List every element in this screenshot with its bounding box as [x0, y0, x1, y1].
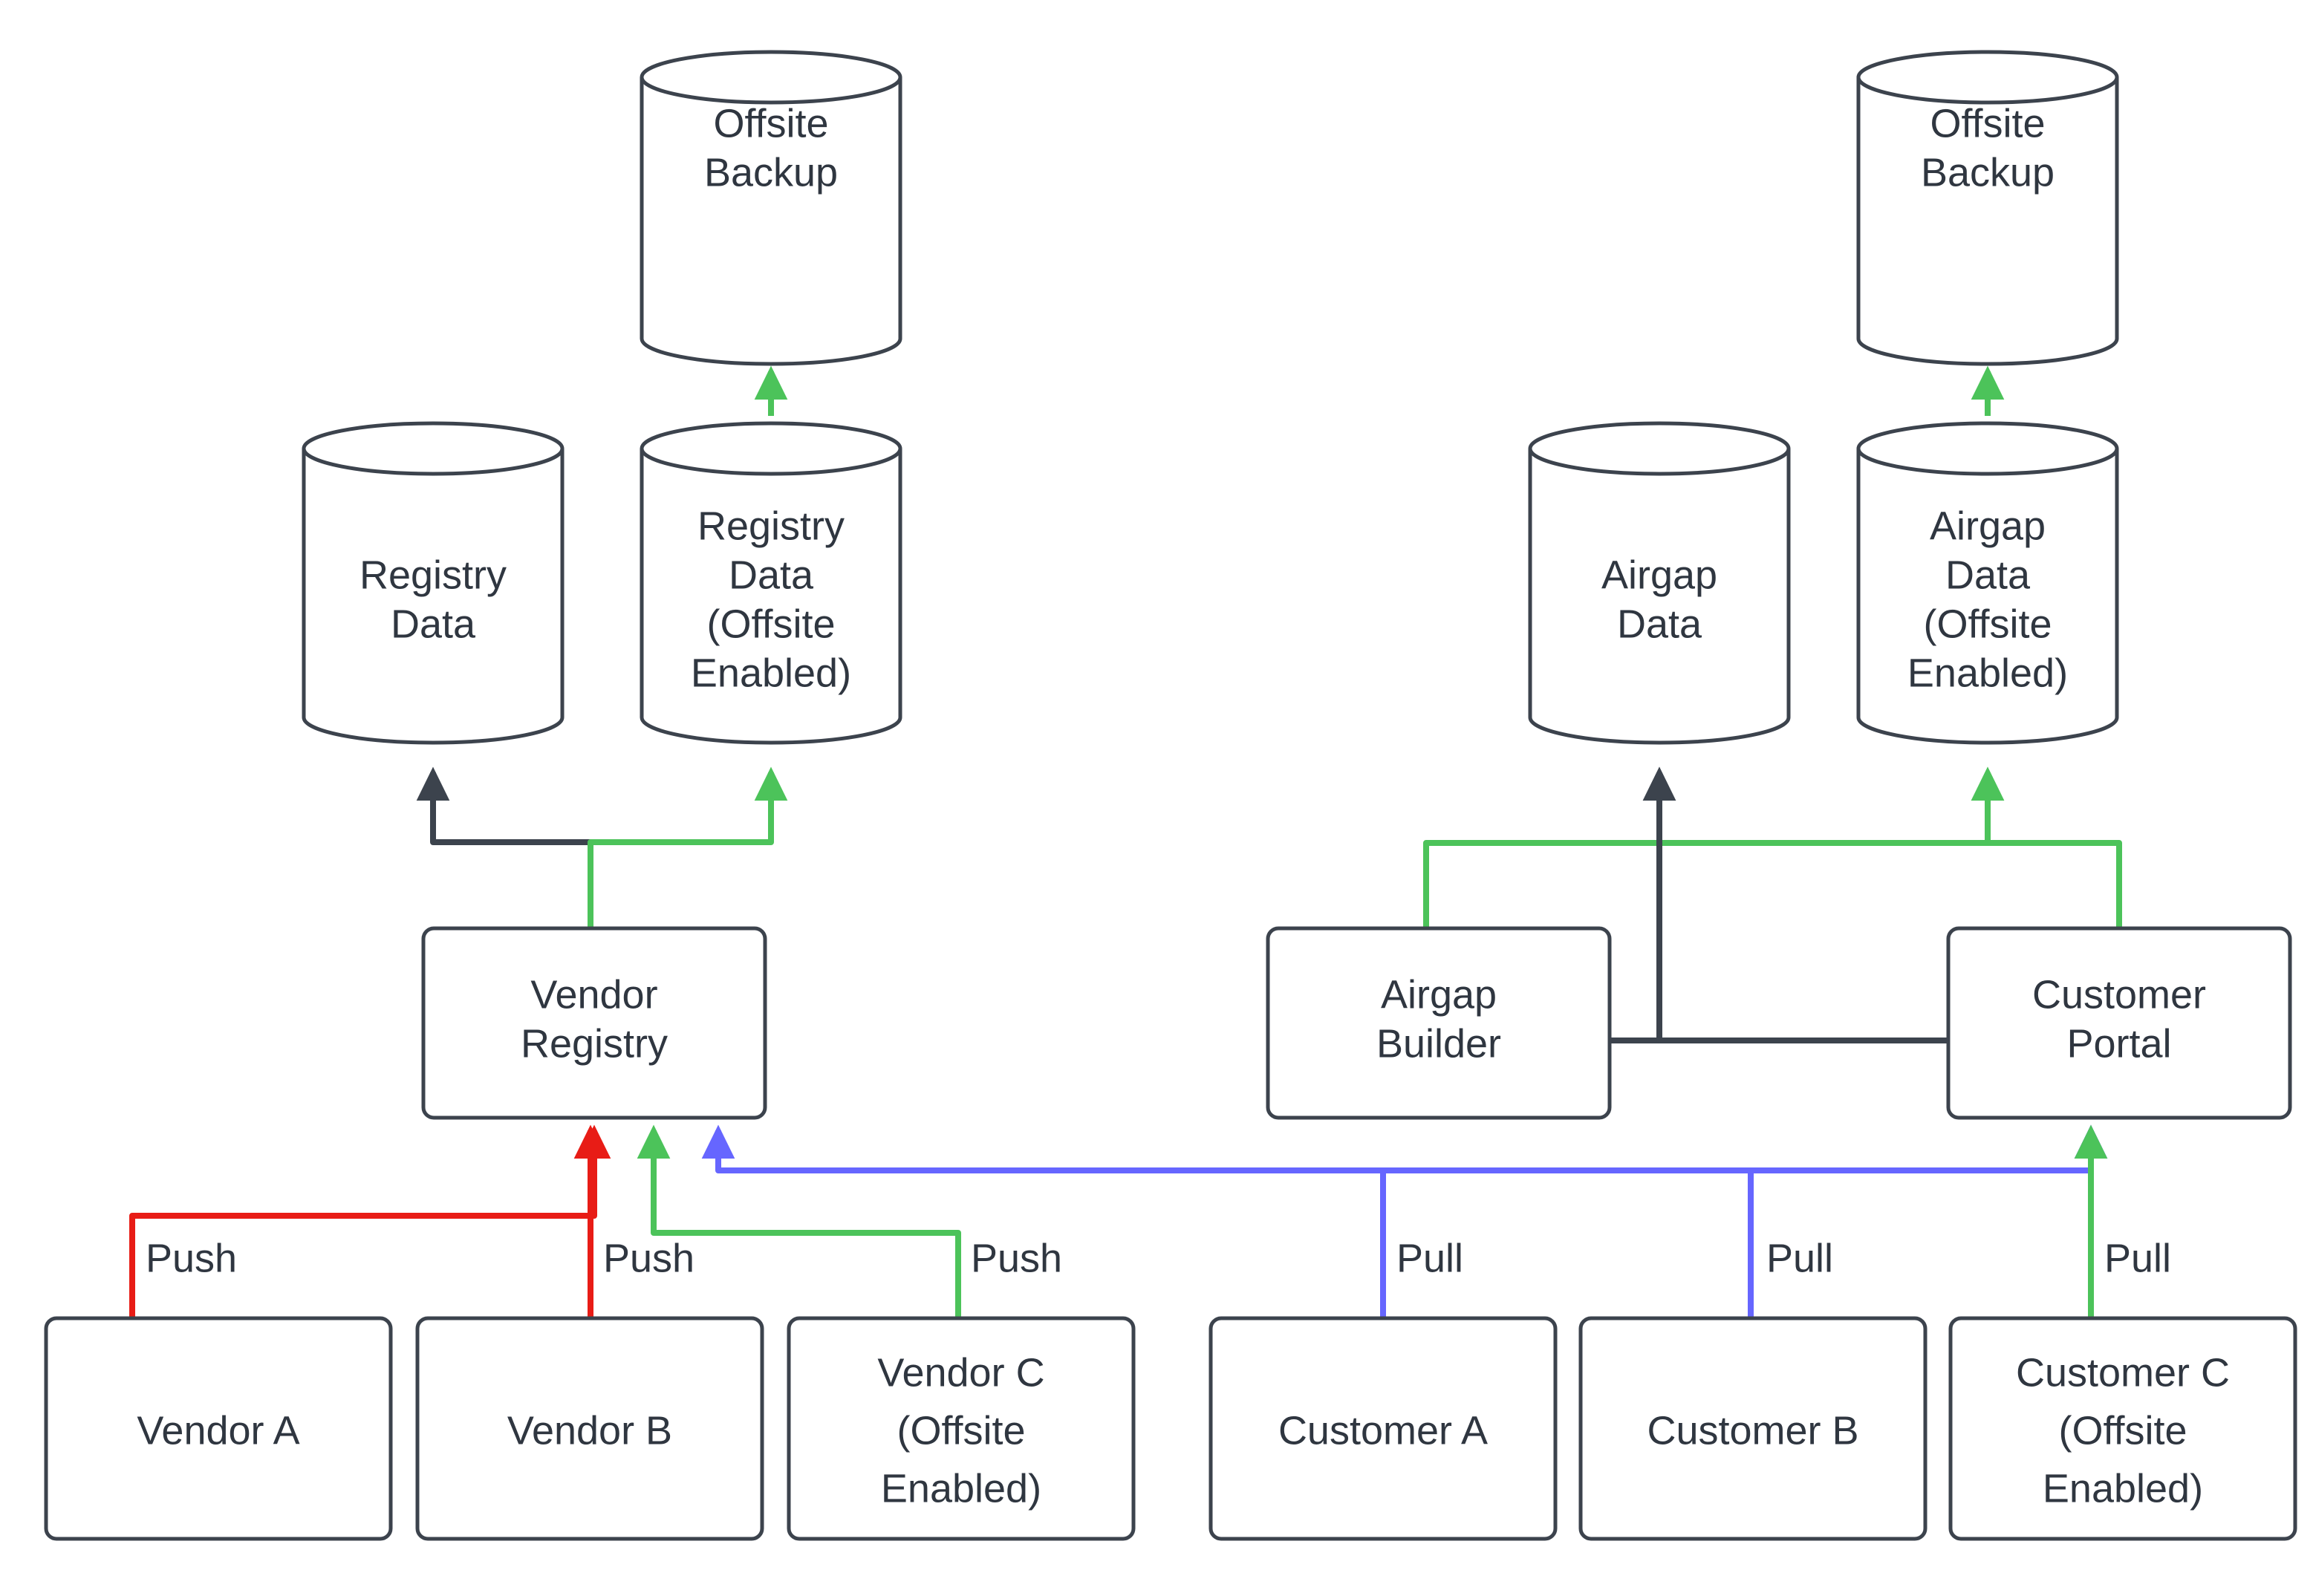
cylinder-top	[1528, 421, 1791, 476]
node-label-line: Airgap	[1930, 504, 2046, 548]
node-registry-data-offsite[interactable]: Registry Data (Offsite Enabled)	[640, 421, 902, 745]
node-vendor-a[interactable]: Vendor A	[44, 1316, 393, 1541]
cylinder-body	[302, 449, 565, 745]
node-box	[421, 926, 767, 1120]
node-label-line: (Offsite	[1923, 602, 2052, 646]
edge-layer	[129, 365, 2122, 1318]
edge-pull-return-to-vendor-registry	[701, 1124, 2091, 1173]
node-label-line: Vendor A	[137, 1408, 299, 1453]
node-label-line: Vendor B	[507, 1408, 672, 1453]
node-label-line: Customer A	[1278, 1408, 1488, 1453]
cylinder-layer: Offsite Backup Offsite Backup Registry D…	[302, 50, 2119, 745]
node-label-line: Customer C	[2016, 1350, 2230, 1395]
node-label-line: Portal	[2066, 1021, 2171, 1066]
node-label-line: Registry	[521, 1021, 668, 1066]
edge-customer-portal-to-airgap-data-offsite	[1971, 766, 2122, 928]
cylinder-top	[1856, 421, 2119, 476]
node-label-line: Data	[391, 602, 476, 646]
node-box	[1946, 926, 2292, 1120]
node-label-line: (Offsite	[706, 602, 835, 646]
node-customer-b[interactable]: Customer B	[1578, 1316, 1928, 1541]
node-label-line: Vendor	[530, 972, 657, 1017]
node-label-line: Registry	[697, 504, 845, 548]
node-offsite-backup-left[interactable]: Offsite Backup	[640, 50, 902, 366]
node-label-line: Data	[729, 553, 814, 597]
edge-label-customer-c: Pull	[2104, 1236, 2171, 1280]
edge-airgap-builder-to-airgap-data-offsite	[1423, 766, 2005, 928]
cylinder-body	[1856, 449, 2119, 745]
node-label-line: (Offsite	[897, 1408, 1025, 1453]
node-box	[415, 1316, 764, 1541]
node-label-line: Backup	[704, 150, 838, 195]
node-label-line: Registry	[360, 553, 507, 597]
node-offsite-backup-right[interactable]: Offsite Backup	[1856, 50, 2119, 366]
edge-label-vendor-c: Push	[971, 1236, 1062, 1280]
cylinder-body	[640, 449, 902, 745]
node-label-line: Enabled)	[1907, 651, 2068, 695]
cylinder-body	[1528, 449, 1791, 745]
node-label-line: Data	[1945, 553, 2031, 597]
node-label-line: Enabled)	[881, 1466, 1041, 1511]
edge-label-customer-a: Pull	[1396, 1236, 1463, 1280]
edge-customer-portal-to-airgap-data	[1642, 766, 1948, 1043]
cylinder-top	[640, 421, 902, 476]
cylinder-top	[640, 50, 902, 105]
node-label-line: Backup	[1921, 150, 2055, 195]
edge-vendor-registry-to-registry-data-offsite	[588, 766, 788, 928]
node-vendor-b[interactable]: Vendor B	[415, 1316, 764, 1541]
node-label-line: Customer B	[1647, 1408, 1858, 1453]
edge-vendor-c-push	[637, 1124, 961, 1318]
cylinder-top	[302, 421, 565, 476]
node-box	[787, 1316, 1136, 1541]
node-customer-portal[interactable]: Customer Portal	[1946, 926, 2292, 1120]
box-layer: Vendor Registry Airgap Builder Customer …	[44, 926, 2297, 1541]
node-customer-a[interactable]: Customer A	[1208, 1316, 1558, 1541]
edge-customer-a-pull	[1380, 1124, 2108, 1318]
node-registry-data[interactable]: Registry Data	[302, 421, 565, 745]
node-label-line: Builder	[1376, 1021, 1501, 1066]
edge-label-vendor-b: Push	[603, 1236, 694, 1280]
edge-label-vendor-a: Push	[146, 1236, 237, 1280]
edge-vendor-a-push	[129, 1124, 611, 1318]
node-box	[1948, 1316, 2297, 1541]
node-label-line: Vendor C	[877, 1350, 1044, 1395]
node-label-line: (Offsite	[2058, 1408, 2187, 1453]
node-airgap-builder[interactable]: Airgap Builder	[1266, 926, 1612, 1120]
node-vendor-c[interactable]: Vendor C (Offsite Enabled)	[787, 1316, 1136, 1541]
edge-airgap-builder-to-airgap-data	[1610, 766, 1676, 1043]
node-label-line: Customer	[2032, 972, 2206, 1017]
node-label-line: Airgap	[1381, 972, 1497, 1017]
node-label-line: Data	[1617, 602, 1702, 646]
node-label-line: Offsite	[713, 101, 828, 146]
node-box	[44, 1316, 393, 1541]
node-label-line: Enabled)	[691, 651, 851, 695]
node-airgap-data-offsite[interactable]: Airgap Data (Offsite Enabled)	[1856, 421, 2119, 745]
node-airgap-data[interactable]: Airgap Data	[1528, 421, 1791, 745]
cylinder-body	[1856, 77, 2119, 366]
edge-label-customer-b: Pull	[1766, 1236, 1833, 1280]
cylinder-top	[1856, 50, 2119, 105]
node-label-line: Enabled)	[2043, 1466, 2203, 1511]
edge-customer-b-pull	[1748, 1124, 2108, 1318]
node-box	[1578, 1316, 1928, 1541]
edge-label-layer: Push Push Push Pull Pull Pull	[146, 1236, 2171, 1280]
node-label-line: Airgap	[1601, 553, 1717, 597]
node-vendor-registry[interactable]: Vendor Registry	[421, 926, 767, 1120]
node-customer-c[interactable]: Customer C (Offsite Enabled)	[1948, 1316, 2297, 1541]
edge-vendor-registry-to-registry-data	[416, 766, 593, 928]
cylinder-body	[640, 77, 902, 366]
node-box	[1208, 1316, 1558, 1541]
node-box	[1266, 926, 1612, 1120]
node-label-line: Offsite	[1930, 101, 2045, 146]
